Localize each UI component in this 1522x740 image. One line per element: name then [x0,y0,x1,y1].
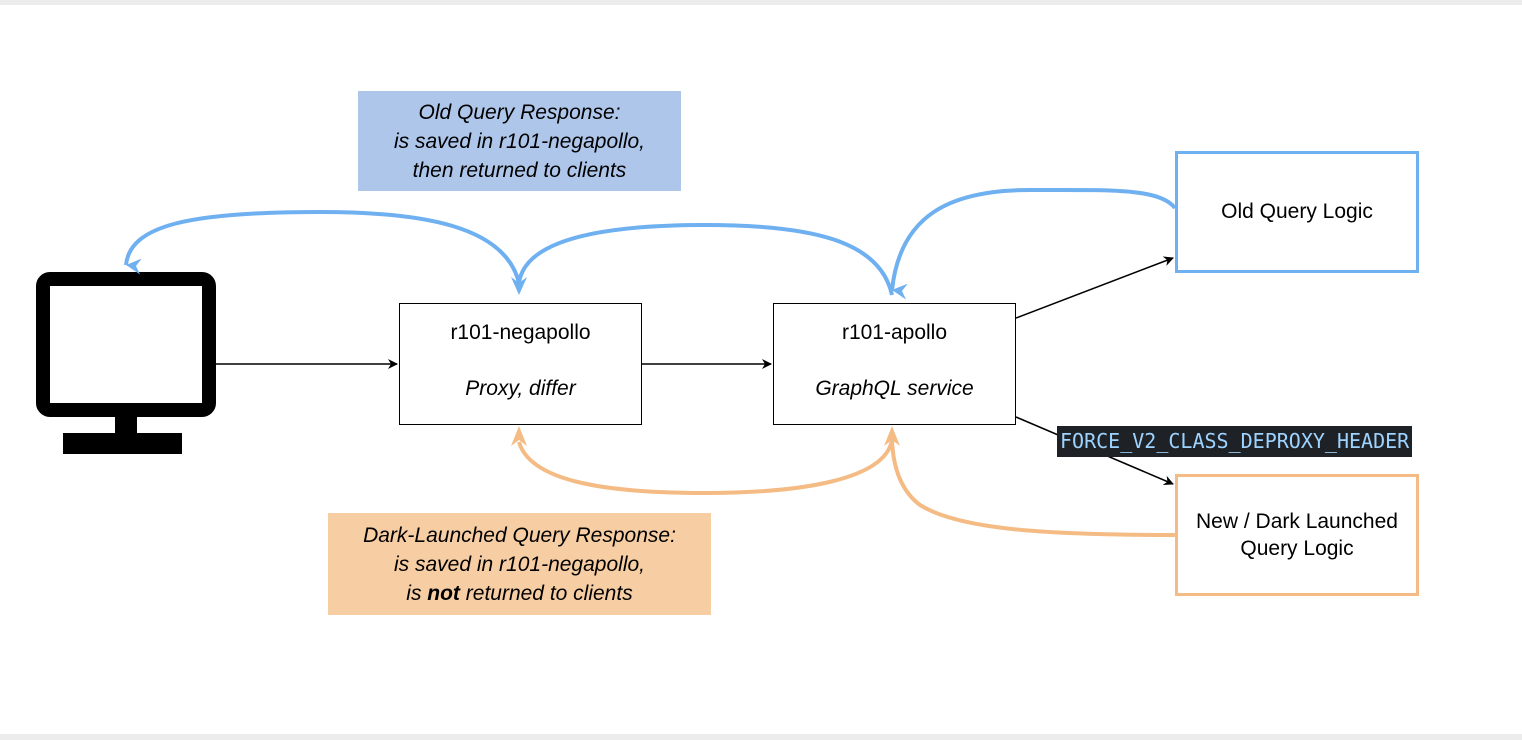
old-query-logic-box: Old Query Logic [1175,151,1419,273]
orange-arrowhead-negapollo [511,426,527,446]
old-response-note-line2: is saved in r101-negapollo, [394,129,645,153]
computer-monitor-icon [36,272,216,454]
apollo-title: r101-apollo [841,321,948,344]
new-query-logic-line1: New / Dark Launched [1196,510,1398,533]
new-query-logic-box: New / Dark Launched Query Logic [1175,474,1419,596]
apollo-box: r101-apollo GraphQL service [773,303,1016,425]
blue-curve-negapollo-to-client [124,209,521,284]
negapollo-box: r101-negapollo Proxy, differ [399,303,642,425]
dark-note-bold-not: not [427,581,460,605]
bottom-border [0,734,1522,740]
dark-note-pre: is [406,581,428,605]
old-query-logic-label: Old Query Logic [1221,200,1373,223]
blue-curve-apollo-to-negapollo [517,222,894,296]
old-response-note-line1: Old Query Response: [418,100,621,124]
dark-response-note-line1: Dark-Launched Query Response: [363,523,676,547]
apollo-subtitle: GraphQL service [815,377,974,400]
dark-response-note-line2: is saved in r101-negapollo, [394,552,645,576]
arrow-apollo-to-old-logic [1015,256,1174,319]
blue-curve-old-logic-to-apollo [890,187,1177,300]
dark-response-note-line3: is not returned to clients [406,579,632,608]
dark-note-post: returned to clients [459,581,633,605]
old-response-note: Old Query Response: is saved in r101-neg… [358,91,681,191]
negapollo-subtitle: Proxy, differ [465,377,576,400]
negapollo-title: r101-negapollo [450,321,591,344]
force-header-label: FORCE_V2_CLASS_DEPROXY_HEADER [1057,426,1413,457]
top-border [0,0,1522,5]
orange-curve-new-logic-to-apollo [890,439,1176,537]
dark-response-note: Dark-Launched Query Response: is saved i… [328,513,711,615]
orange-curve-apollo-to-negapollo [517,439,894,496]
old-response-note-line3: then returned to clients [412,158,627,182]
blue-arrowhead-negapollo [511,277,527,295]
new-query-logic-line2: Query Logic [1240,537,1354,560]
orange-arrowhead-apollo [884,426,900,446]
